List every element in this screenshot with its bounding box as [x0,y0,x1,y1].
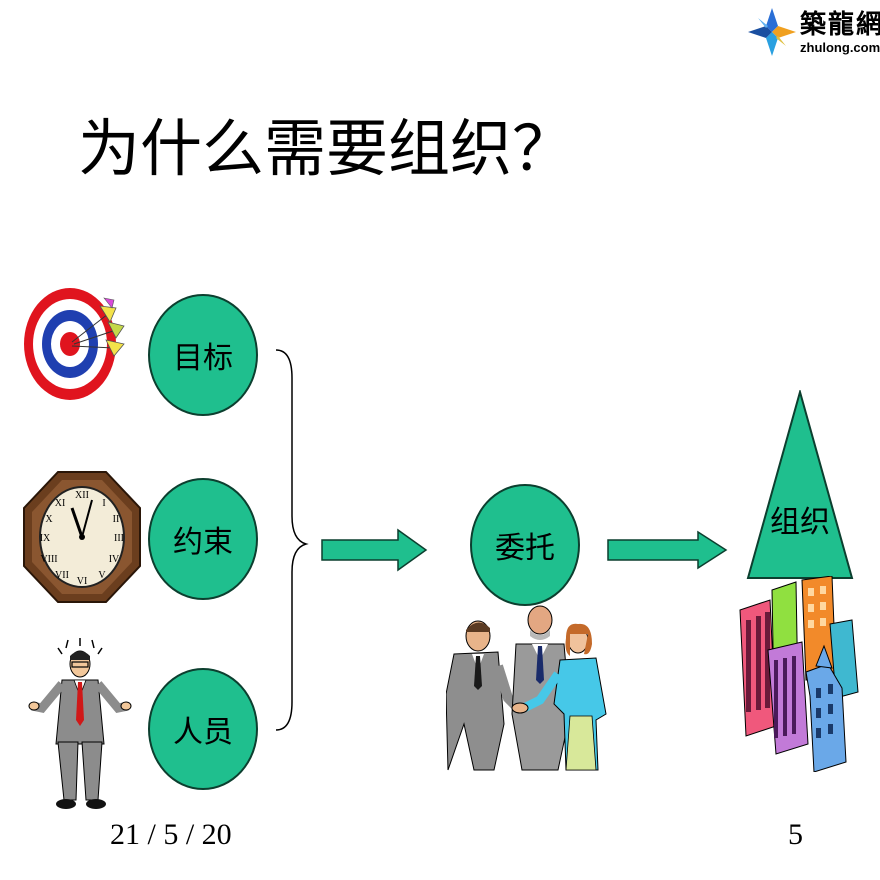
city-buildings-icon [739,576,859,772]
organization-triangle [746,390,854,579]
factor-people-circle: 人员 [148,668,258,790]
svg-text:V: V [98,570,106,581]
svg-text:IX: IX [40,533,51,544]
zhulong-logo [746,2,878,64]
svg-text:XI: XI [55,498,66,509]
target-dart-icon [24,288,125,400]
arrow-to-organization [607,530,728,570]
factor-constraint-circle: 约束 [148,478,258,600]
arrow-to-delegation [321,528,428,572]
svg-text:IV: IV [109,554,120,565]
svg-text:VII: VII [55,570,69,581]
svg-text:II: II [113,514,120,525]
svg-text:XII: XII [75,490,89,501]
footer-date: 21 / 5 / 20 [110,818,232,851]
confused-person-icon [28,638,132,809]
svg-text:X: X [45,514,53,525]
svg-text:VI: VI [77,576,88,587]
svg-text:VIII: VIII [40,554,57,565]
slide-title: 为什么需要组织？ [78,112,575,185]
page-number: 5 [788,818,803,851]
factor-goal-circle: 目标 [148,294,258,416]
business-handshake-icon [446,605,607,771]
svg-text:III: III [114,533,124,544]
logo-url-text: zhulong.com [800,40,880,55]
svg-text:I: I [102,498,105,509]
right-brace [275,349,309,731]
organization-label: 组织 [770,505,830,540]
clock-icon: XII I II III IV V VI VII VIII IX X XI [23,471,141,603]
delegation-circle: 委托 [470,484,580,606]
logo-chinese-text: 築龍網 [800,10,880,40]
